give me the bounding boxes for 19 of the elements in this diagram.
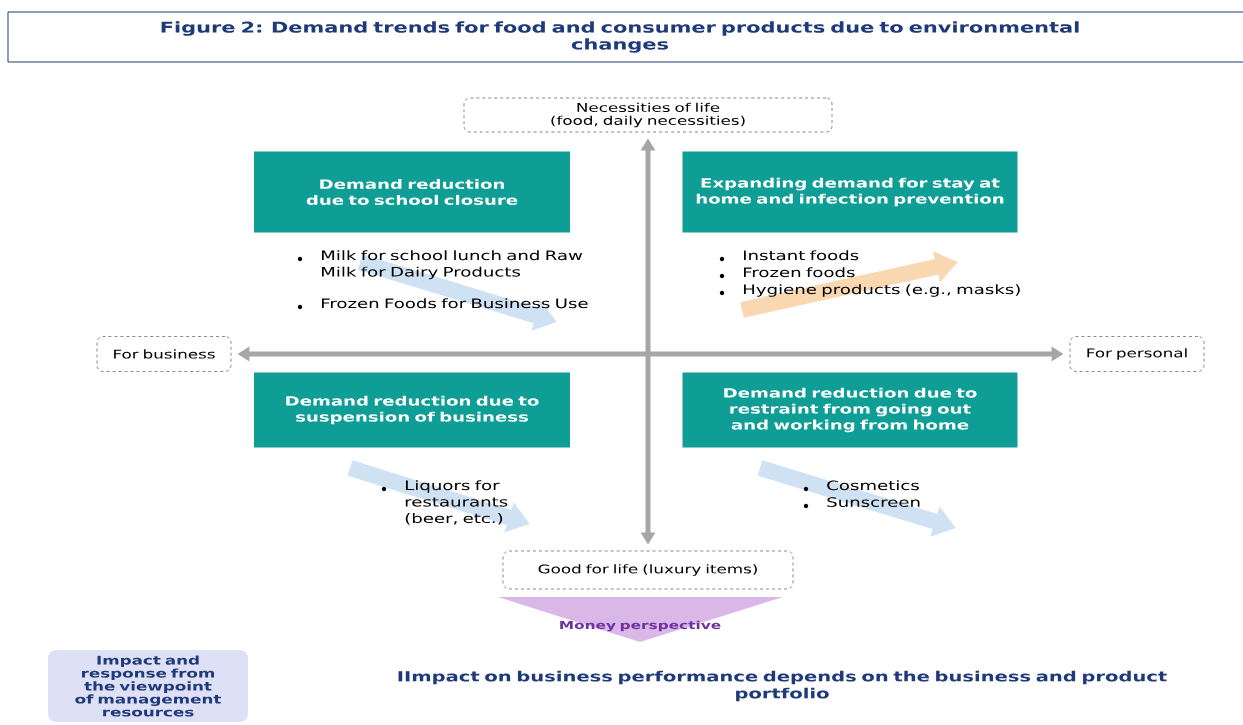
category-box: For business [96,336,232,372]
list-item: Sunscreen [827,497,920,507]
title-box: Figure 2: Demand trends for food and consumer products due to environmental changes [7,11,1243,63]
category-box: Necessities of life (food, daily necessities) [463,97,833,133]
conclusion-text: IImpact on business performance depends on the business and product portfolio [398,670,1167,702]
note-box: Impact and response from the viewpoint of management resources [48,650,248,722]
category-box: For personal [1069,336,1205,372]
category-box: Expanding demand for stay at home and infection prevention [682,151,1018,233]
category-box: Demand reduction due to restraint from going out and working from home [682,372,1018,448]
list-item: Hygiene products (e.g., masks) [744,284,1020,297]
category-box: Good for life (luxury items) [502,550,794,590]
category-box: Demand reduction due to suspension of business [254,372,570,448]
list-item: Milk for school lunch and Raw Milk for Dairy Products [322,250,583,280]
list-item: Liquors for restaurants (beer, etc.) [405,480,508,525]
list-item: Frozen Foods for Business Use [322,298,588,309]
list-item: Frozen foods [744,267,855,278]
list-item: Instant foods [744,250,859,261]
list-item: Cosmetics [827,480,919,491]
category-box: Demand reduction due to school closure [254,151,570,233]
